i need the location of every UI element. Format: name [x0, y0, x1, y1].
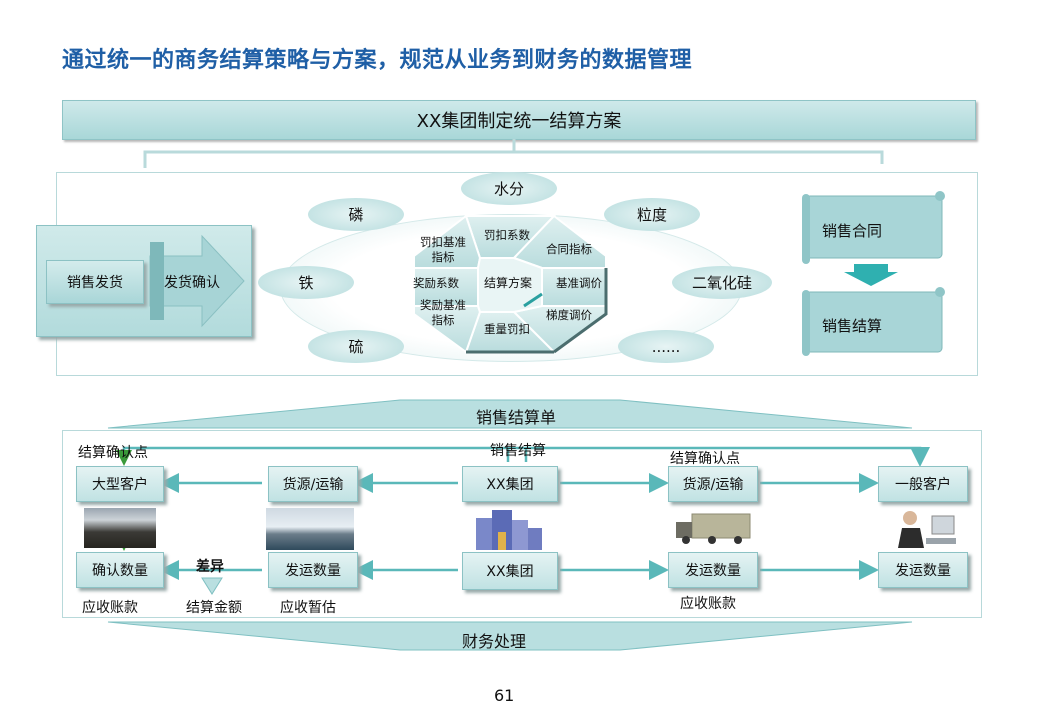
- banner-label: XX集团制定统一结算方案: [416, 111, 622, 132]
- oct-base-adjust: 基准调价: [556, 276, 602, 290]
- big-customer-label: 大型客户: [92, 477, 148, 493]
- sales-settle-label: 销售结算: [490, 443, 546, 459]
- ship-qty-right-box: 发运数量: [878, 552, 968, 588]
- contract-scrolls: [802, 191, 945, 356]
- settlement-octagon: [413, 214, 608, 354]
- confirm-point-right: 结算确认点: [670, 451, 740, 467]
- element-iron: 铁: [258, 266, 354, 299]
- sio2-label: 二氧化硅: [691, 274, 752, 292]
- contract-label: 销售合同: [822, 222, 883, 240]
- settle-amount-label: 结算金额: [186, 600, 242, 616]
- phosphorus-label: 磷: [348, 206, 364, 224]
- ship-qty-left-box: 发运数量: [268, 552, 358, 588]
- finance-label: 财务处理: [462, 632, 527, 651]
- water-label: 水分: [493, 180, 524, 198]
- oct-gradient-adjust: 梯度调价: [546, 308, 592, 322]
- group-bottom-box: XX集团: [462, 552, 558, 590]
- page-number: 61: [494, 686, 515, 705]
- element-granularity: 粒度: [604, 198, 700, 231]
- ship-photo: [266, 508, 354, 550]
- element-ellipsis: ......: [618, 330, 714, 363]
- supply-transport-right-box: 货源/运输: [668, 466, 758, 502]
- page-title: 通过统一的商务结算策略与方案，规范从业务到财务的数据管理: [62, 48, 693, 73]
- finance-band: [107, 621, 913, 651]
- supply-transport-left-label: 货源/运输: [282, 477, 344, 493]
- ar-estimate-label: 应收暂估: [280, 600, 336, 616]
- big-customer-box: 大型客户: [76, 466, 164, 502]
- confirm-arrow: [149, 234, 245, 328]
- confirm-label: 发货确认: [164, 275, 220, 291]
- granularity-label: 粒度: [636, 206, 667, 224]
- supply-transport-left-box: 货源/运输: [268, 466, 358, 502]
- truck-icon: [676, 513, 751, 544]
- sulfur-label: 硫: [348, 338, 364, 356]
- ar-right-label: 应收账款: [680, 596, 736, 612]
- confirm-qty-box: 确认数量: [76, 552, 164, 588]
- ar-left-label: 应收账款: [82, 600, 138, 616]
- element-phosphorus: 磷: [308, 198, 404, 231]
- delivery-box: 销售发货: [46, 260, 144, 304]
- ship-qty-mid-label: 发运数量: [685, 563, 741, 579]
- element-sulfur: 硫: [308, 330, 404, 363]
- sales-settle-sheet-label: 销售结算单: [476, 408, 557, 427]
- ship-qty-mid-box: 发运数量: [668, 552, 758, 588]
- sales-settle-sheet-band: [107, 399, 913, 429]
- unified-settlement-banner: XX集团制定统一结算方案: [62, 100, 976, 140]
- iron-label: 铁: [298, 274, 314, 292]
- supply-transport-right-label: 货源/运输: [682, 477, 744, 493]
- oct-reward-base: 奖励基准 指标: [420, 298, 466, 328]
- ship-qty-right-label: 发运数量: [895, 563, 951, 579]
- general-customer-label: 一般客户: [895, 477, 951, 493]
- oct-center: 结算方案: [484, 276, 533, 290]
- confirm-qty-label: 确认数量: [92, 563, 148, 579]
- oct-reward-coeff: 奖励系数: [413, 276, 459, 290]
- oct-deduct-base-line2: 指标: [431, 250, 455, 264]
- element-water: 水分: [461, 172, 557, 205]
- ship-qty-left-label: 发运数量: [285, 563, 341, 579]
- group-bottom-label: XX集团: [486, 564, 534, 580]
- oct-contract-index: 合同指标: [546, 242, 592, 256]
- oct-weight-deduct: 重量罚扣: [484, 322, 530, 336]
- confirm-point-left: 结算确认点: [78, 445, 148, 461]
- office-worker-icon: [898, 511, 956, 548]
- group-top-label: XX集团: [486, 477, 534, 493]
- oct-deduct-base: 罚扣基准 指标: [420, 235, 466, 265]
- element-sio2: 二氧化硅: [672, 266, 772, 299]
- diff-label: 差异: [196, 559, 224, 575]
- delivery-label: 销售发货: [67, 275, 123, 291]
- oct-deduct-coeff: 罚扣系数: [484, 228, 530, 242]
- oct-deduct-base-line1: 罚扣基准: [420, 235, 466, 249]
- ellipsis-label: ......: [651, 337, 681, 356]
- oct-reward-base-line2: 指标: [431, 313, 455, 327]
- buildings-icon: [476, 510, 542, 550]
- oct-reward-base-line1: 奖励基准: [420, 298, 466, 312]
- mine-photo: [84, 508, 156, 548]
- group-top-box: XX集团: [462, 466, 558, 502]
- general-customer-box: 一般客户: [878, 466, 968, 502]
- settlement-label: 销售结算: [822, 317, 883, 335]
